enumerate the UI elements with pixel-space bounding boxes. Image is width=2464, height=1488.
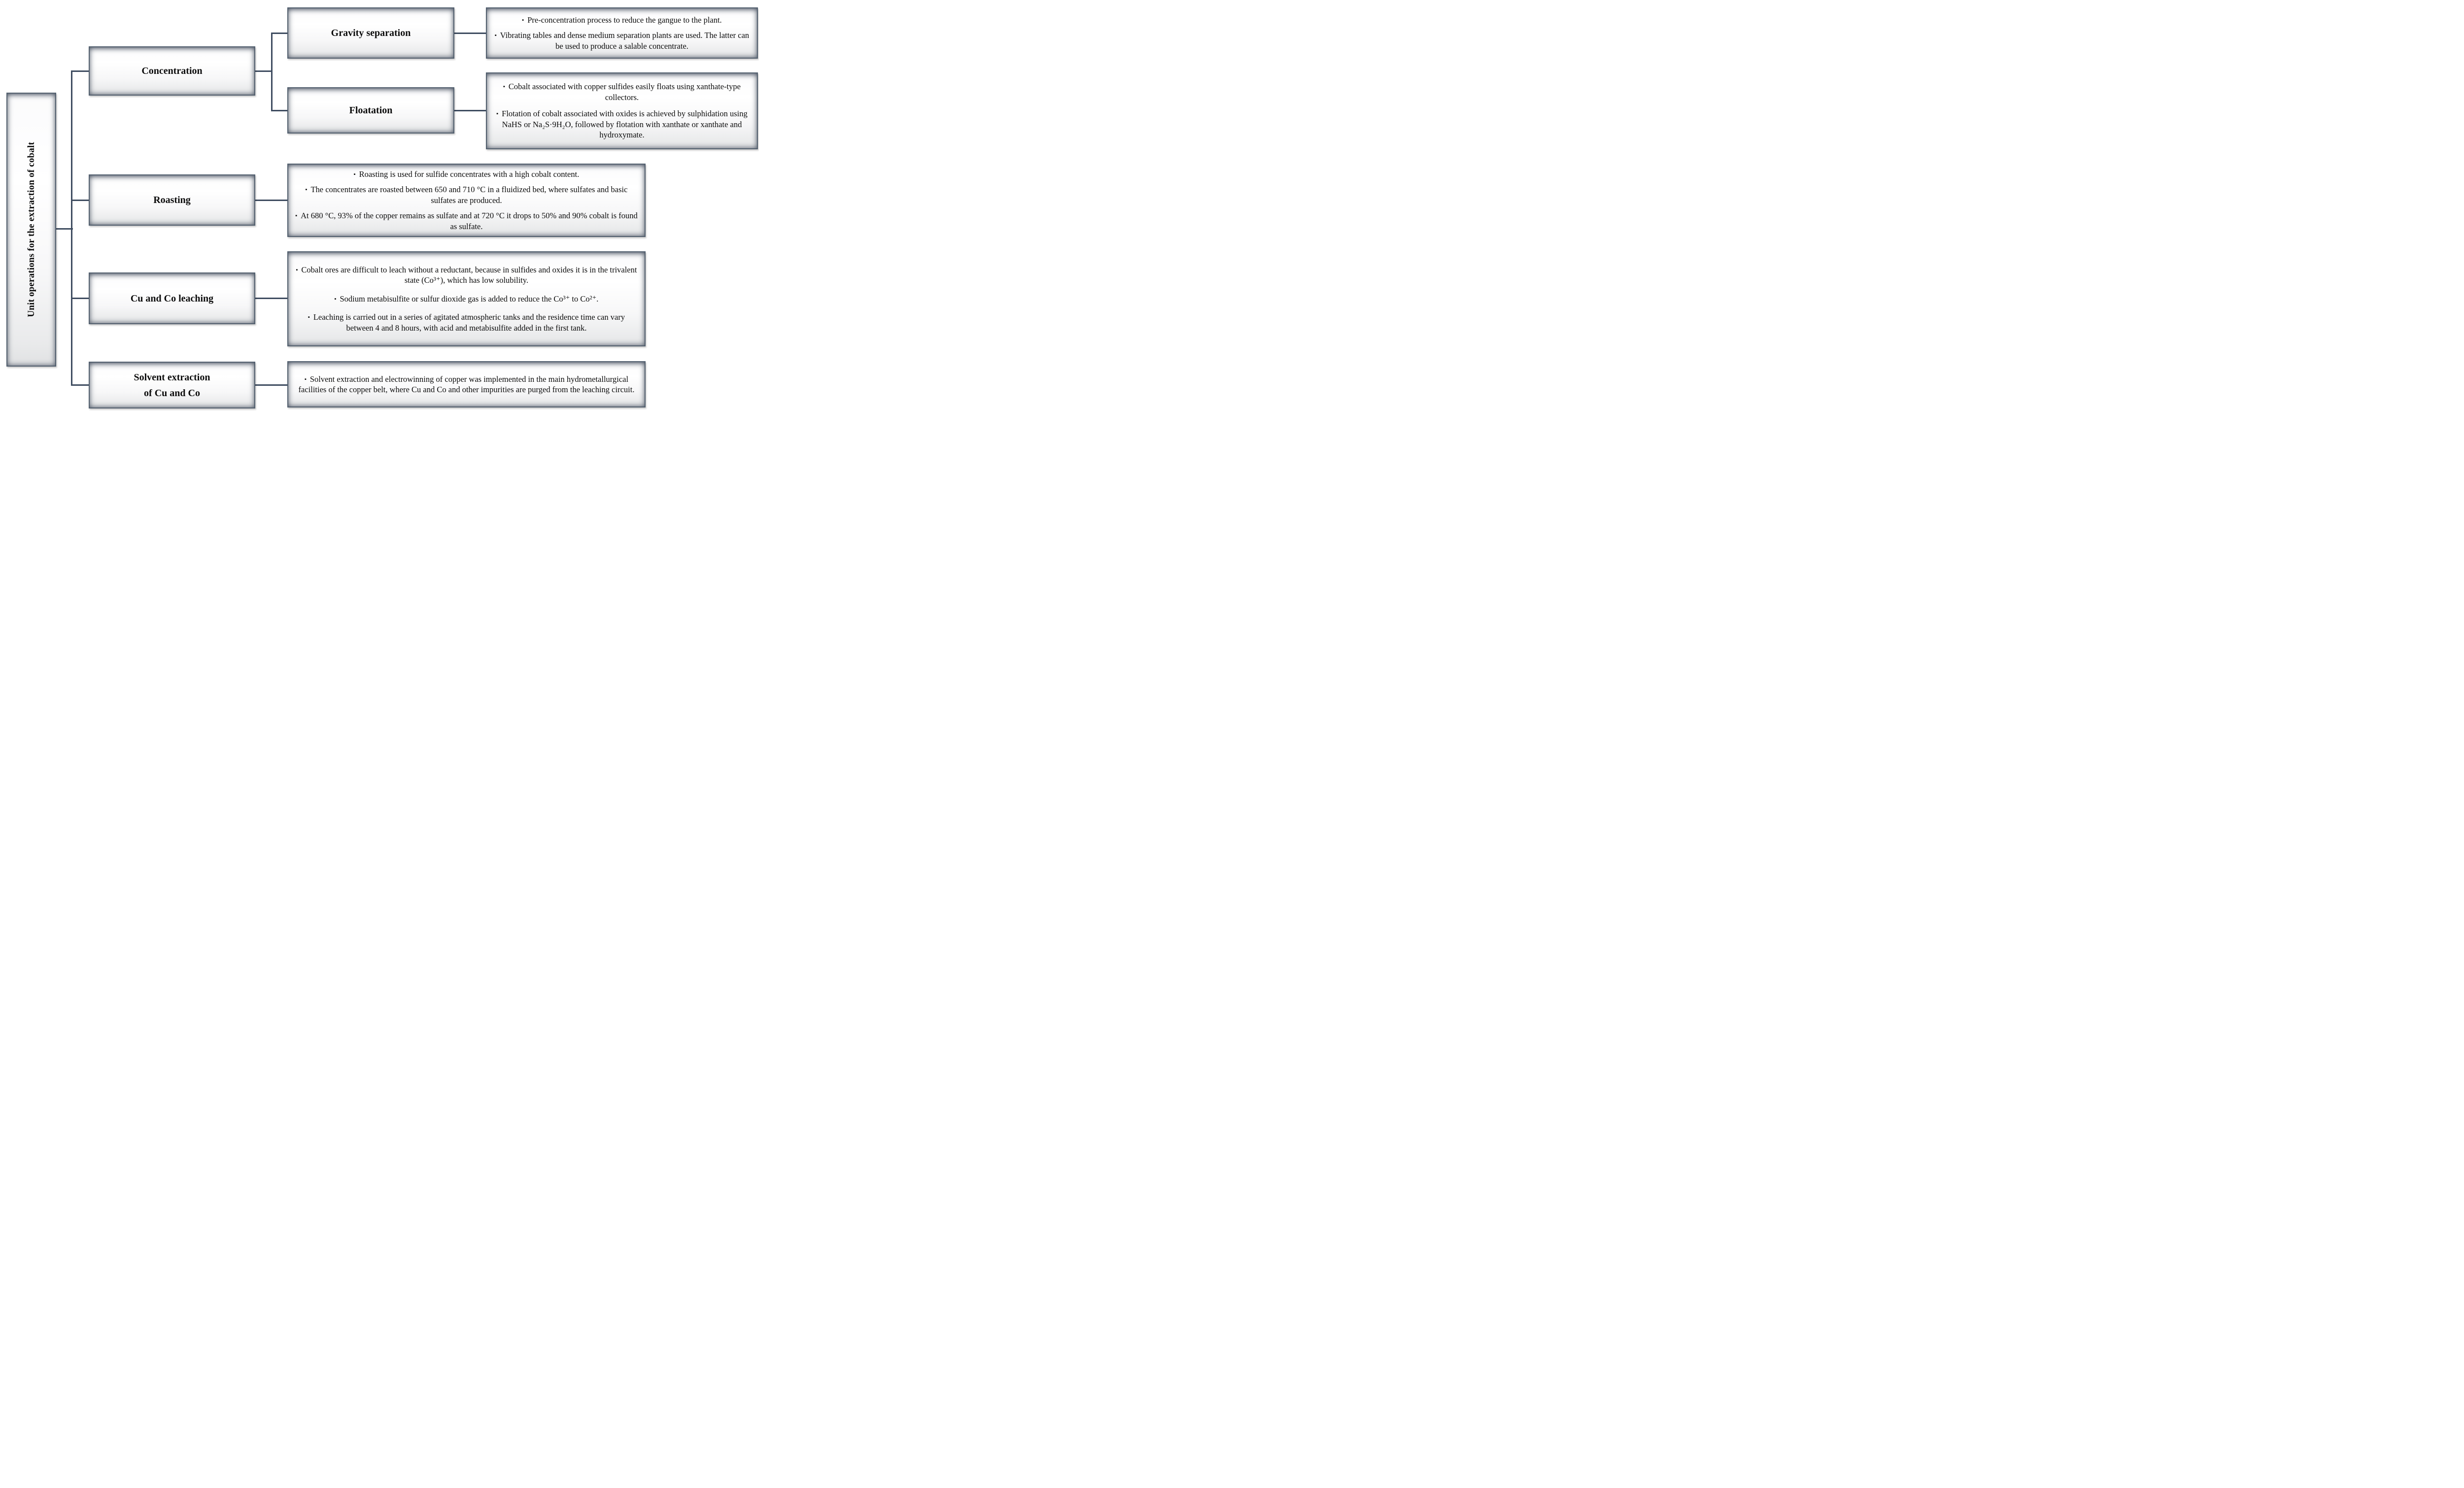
stage-label-concentration: Concentration (141, 66, 203, 76)
note-paragraph: ▪Cobalt associated with copper sulfides … (493, 81, 751, 102)
connector-leaching-to-note (255, 298, 288, 299)
stage-node-cu-co-leaching: Cu and Co leaching (89, 272, 255, 324)
note-gravity-separation: ▪Pre-concentration process to reduce the… (486, 7, 758, 59)
note-text: Leaching is carried out in a series of a… (313, 312, 625, 333)
stage-node-floatation: Floatation (287, 87, 454, 134)
connector-roasting-to-note (255, 200, 288, 201)
connector-concentration-to-subtrunk (255, 70, 273, 72)
note-paragraph: ▪Sodium metabisulfite or sulfur dioxide … (335, 294, 599, 304)
bullet-marker: ▪ (295, 213, 298, 219)
note-solvent-extraction: ▪Solvent extraction and electrowinning o… (287, 361, 646, 407)
connector-trunk-to-concentration (72, 70, 90, 72)
bullet-marker: ▪ (334, 296, 337, 302)
note-paragraph: ▪Roasting is used for sulfide concentrat… (354, 169, 580, 179)
stage-label-solvent-extraction-line1: Solvent extraction (134, 372, 210, 383)
connector-subtrunk (271, 33, 273, 111)
bullet-marker: ▪ (296, 267, 298, 273)
root-node: Unit operations for the extraction of co… (6, 93, 56, 367)
connector-root-to-trunk (56, 228, 73, 230)
bullet-marker: ▪ (304, 376, 307, 382)
bullet-marker: ▪ (308, 314, 310, 321)
note-text: The concentrates are roasted between 650… (310, 185, 628, 205)
root-node-label: Unit operations for the extraction of co… (26, 142, 36, 317)
bullet-marker: ▪ (353, 171, 356, 177)
connector-solvent-to-note (255, 384, 288, 386)
stage-label-solvent-extraction: Solvent extraction of Cu and Co (134, 370, 210, 401)
bullet-marker: ▪ (503, 84, 505, 90)
connector-subtrunk-to-gravity (272, 33, 288, 34)
note-text: At 680 °C, 93% of the copper remains as … (301, 211, 638, 231)
note-paragraph: ▪The concentrates are roasted between 65… (294, 184, 639, 205)
note-paragraph: ▪At 680 °C, 93% of the copper remains as… (294, 210, 639, 232)
note-text: Flotation of cobalt associated with oxid… (502, 109, 748, 140)
note-paragraph: ▪Pre-concentration process to reduce the… (522, 15, 721, 25)
note-paragraph: ▪Solvent extraction and electrowinning o… (294, 374, 639, 395)
bullet-marker: ▪ (522, 17, 524, 23)
note-cu-co-leaching: ▪Cobalt ores are difficult to leach with… (287, 251, 646, 346)
stage-label-gravity-separation: Gravity separation (331, 28, 411, 38)
bullet-marker: ▪ (494, 33, 497, 39)
connector-trunk (71, 70, 72, 386)
diagram-canvas: Unit operations for the extraction of co… (0, 0, 759, 414)
stage-label-floatation: Floatation (349, 105, 393, 116)
note-text: Sodium metabisulfite or sulfur dioxide g… (340, 294, 599, 304)
note-paragraph: ▪Cobalt ores are difficult to leach with… (294, 265, 639, 286)
note-text: Pre-concentration process to reduce the … (527, 15, 722, 25)
note-text: Solvent extraction and electrowinning of… (298, 374, 635, 394)
note-floatation: ▪Cobalt associated with copper sulfides … (486, 72, 758, 149)
stage-label-roasting: Roasting (153, 195, 191, 205)
note-text: Cobalt associated with copper sulfides e… (508, 82, 741, 102)
note-text: Cobalt ores are difficult to leach witho… (301, 265, 637, 285)
connector-gravity-to-note (454, 33, 486, 34)
note-paragraph: ▪Vibrating tables and dense medium separ… (493, 30, 751, 51)
bullet-marker: ▪ (305, 187, 308, 193)
note-paragraph: ▪Leaching is carried out in a series of … (294, 312, 639, 333)
stage-node-solvent-extraction: Solvent extraction of Cu and Co (89, 362, 255, 408)
stage-node-gravity-separation: Gravity separation (287, 7, 454, 59)
connector-trunk-to-leaching (72, 298, 90, 299)
stage-label-solvent-extraction-line2: of Cu and Co (144, 387, 200, 399)
connector-subtrunk-to-floatation (272, 110, 288, 111)
note-text: Vibrating tables and dense medium separa… (500, 31, 750, 51)
stage-node-roasting: Roasting (89, 174, 255, 226)
note-roasting: ▪Roasting is used for sulfide concentrat… (287, 164, 646, 237)
connector-trunk-to-solvent (72, 384, 90, 386)
note-paragraph: ▪Flotation of cobalt associated with oxi… (493, 108, 751, 140)
connector-floatation-to-note (454, 110, 486, 111)
connector-trunk-to-roasting (72, 200, 90, 201)
note-text: Roasting is used for sulfide concentrate… (359, 169, 580, 179)
stage-label-cu-co-leaching: Cu and Co leaching (130, 293, 214, 304)
stage-node-concentration: Concentration (89, 46, 255, 96)
bullet-marker: ▪ (496, 111, 499, 117)
